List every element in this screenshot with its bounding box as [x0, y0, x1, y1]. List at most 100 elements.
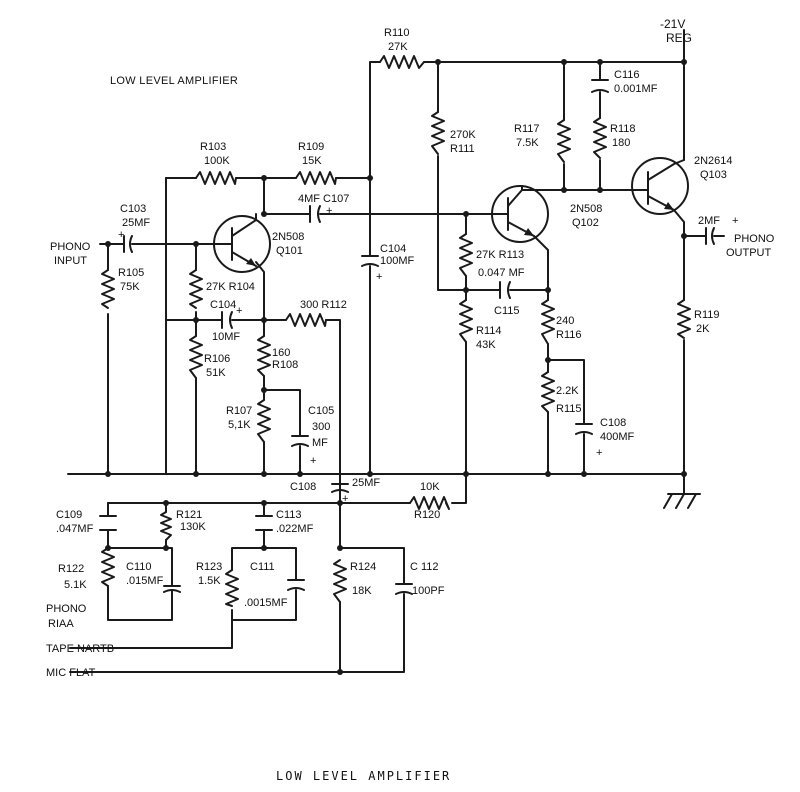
q101-ref: Q101: [276, 245, 303, 257]
c104a-value: 10MF: [212, 331, 240, 343]
resistor-r107: [257, 399, 271, 443]
c109-ref: C109: [56, 509, 82, 521]
resistor-r119: [677, 299, 691, 339]
c110-ref: C110: [126, 561, 151, 573]
c105-unit: MF: [312, 437, 328, 449]
r112-label: 300 R112: [300, 299, 347, 311]
resistor-r113: [459, 233, 473, 277]
c110-value: .015MF: [126, 575, 164, 587]
r109-value: 15K: [302, 155, 322, 167]
c109-value: .047MF: [56, 523, 94, 535]
c108a-value: 400MF: [600, 431, 635, 443]
resistor-r106: [189, 335, 203, 379]
phono-riaa-label-1: PHONO: [46, 603, 87, 615]
r105-ref: R105: [118, 267, 144, 279]
r117-ref: R117: [514, 123, 539, 135]
supply-voltage-label: -21V: [660, 17, 685, 31]
c112-value: 100PF: [412, 585, 445, 597]
r123-ref: R123: [196, 561, 222, 573]
r106-value: 51K: [206, 367, 226, 379]
r113-label: 27K R113: [476, 249, 524, 261]
r111-ref: R111: [450, 143, 475, 155]
resistor-r121: [160, 511, 172, 541]
capacitor-c104a: [221, 311, 233, 329]
capacitor-c115: [499, 281, 511, 299]
r124-value: 18K: [352, 585, 372, 597]
resistor-r116: [541, 299, 555, 345]
c103-value: 25MF: [122, 217, 150, 229]
c105-plus: +: [310, 455, 316, 467]
resistor-r105: [101, 269, 115, 309]
r107-value: 5,1K: [228, 419, 251, 431]
r118-value: 180: [612, 137, 630, 149]
c115-value: 0.047 MF: [478, 267, 525, 279]
q101-type: 2N508: [272, 231, 304, 243]
c105-ref: C105: [308, 405, 334, 417]
r107-ref: R107: [226, 405, 252, 417]
capacitor-c108a: [575, 423, 593, 435]
r116-ref: R116: [556, 329, 581, 341]
c108b-ref: C108: [290, 481, 316, 493]
r106-ref: R106: [204, 353, 230, 365]
q103-ref: Q103: [700, 169, 727, 181]
resistor-r109: [295, 171, 337, 185]
c104b-value: 100MF: [380, 255, 415, 267]
resistor-r123: [225, 569, 239, 607]
r103-ref: R103: [200, 141, 226, 153]
r118-ref: R118: [610, 123, 635, 135]
c103-ref: C103: [120, 203, 146, 215]
r124-ref: R124: [350, 561, 376, 573]
resistor-r110: [379, 55, 425, 69]
resistor-r118: [593, 117, 607, 159]
tape-nartb-label: TAPE NARTB: [46, 643, 114, 655]
resistor-r108: [257, 335, 271, 377]
r117-value: 7.5K: [516, 137, 539, 149]
c104b-plus: +: [376, 271, 382, 283]
phono-input-label-2: INPUT: [54, 255, 87, 267]
phono-input-label-1: PHONO: [50, 241, 91, 253]
c108b-plus: +: [342, 493, 348, 505]
labels: LOW LEVEL AMPLIFIER -21V REG PHONO INPUT…: [46, 17, 775, 783]
diagram-heading: LOW LEVEL AMPLIFIER: [110, 75, 238, 87]
phono-output-label-2: OUTPUT: [726, 247, 772, 259]
resistor-r114: [459, 299, 473, 343]
r110-ref: R110: [384, 27, 409, 39]
c104a-ref: C104: [210, 299, 236, 311]
c108a-ref: C108: [600, 417, 626, 429]
capacitors: [99, 79, 715, 595]
r119-ref: R119: [694, 309, 719, 321]
r123-value: 1.5K: [198, 575, 221, 587]
capacitor-c104b: [361, 255, 379, 267]
capacitor-c107: [309, 205, 321, 223]
r110-value: 27K: [388, 41, 408, 53]
transistor-q101: [213, 213, 271, 273]
output-cap-plus: +: [732, 215, 738, 227]
r114-ref: R114: [476, 325, 501, 337]
c112-ref: C 112: [410, 561, 439, 573]
c111-ref: C111: [250, 561, 275, 573]
resistor-r103: [195, 171, 237, 185]
c116-ref: C116: [614, 69, 639, 81]
capacitor-c103: [123, 235, 133, 253]
capacitor-c113: [255, 515, 273, 531]
r109-ref: R109: [298, 141, 324, 153]
capacitor-c109: [99, 515, 117, 531]
resistor-r115: [541, 371, 555, 413]
mic-flat-label: MIC FLAT: [46, 667, 96, 679]
diagram-caption: LOW LEVEL AMPLIFIER: [276, 769, 451, 783]
capacitor-output: [705, 227, 715, 245]
resistor-r112: [285, 313, 327, 327]
c104b-ref: C104: [380, 243, 406, 255]
c115-ref: C115: [494, 305, 519, 317]
r120-value: 10K: [420, 481, 440, 493]
r114-value: 43K: [476, 339, 496, 351]
resistor-r111: [431, 111, 445, 155]
resistor-r122: [101, 547, 115, 587]
resistor-r124: [333, 559, 347, 603]
r104-label: 27K R104: [206, 281, 255, 293]
capacitor-c116: [591, 79, 609, 93]
resistor-r120: [409, 496, 450, 510]
r115-ref: R115: [556, 403, 581, 415]
c105-value: 300: [312, 421, 330, 433]
